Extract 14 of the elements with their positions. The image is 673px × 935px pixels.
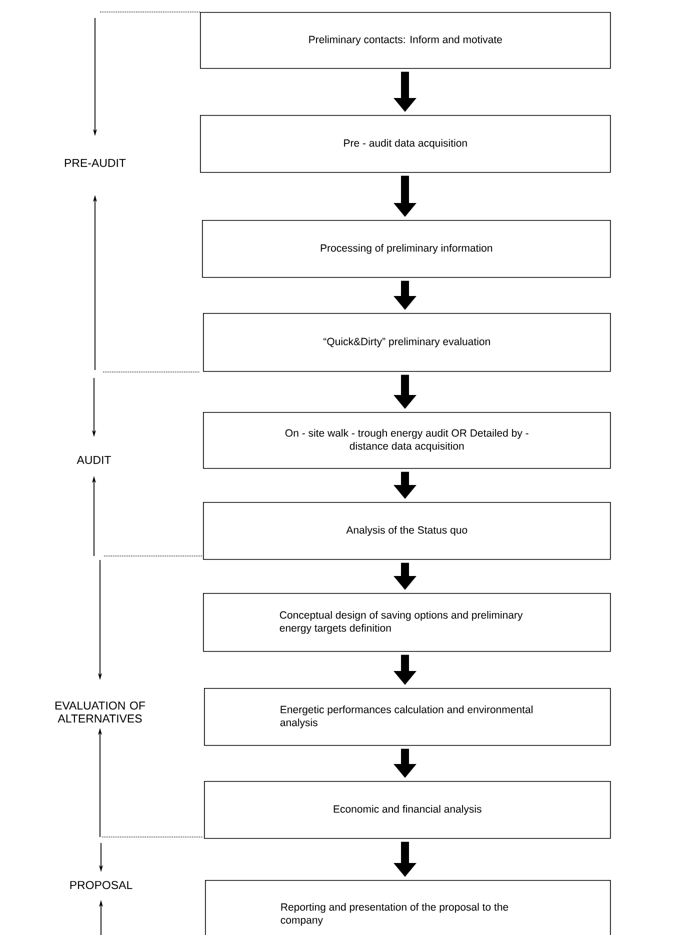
process-box: Preliminary contacts: Inform and motivate	[200, 12, 611, 69]
process-box: Processing of preliminary information	[202, 220, 611, 278]
process-box: Energetic performances calculation and environmental analysis	[204, 688, 611, 746]
phase-label: EVALUATION OF ALTERNATIVES	[55, 701, 145, 723]
process-box: Conceptual design of saving options and preliminary energy targets definition	[203, 593, 611, 652]
phase-label: AUDIT	[76, 456, 111, 464]
process-box: On - site walk - trough energy audit OR Detailed by - distance data acquisition	[203, 412, 611, 469]
process-box: Pre - audit data acquisition	[200, 115, 611, 173]
process-box: “Quick&Dirty” preliminary evaluation	[203, 313, 611, 372]
process-box: Analysis of the Status quo	[203, 502, 611, 560]
process-box: Economic and financial analysis	[204, 781, 611, 839]
process-box: Reporting and presentation of the proposal to the company	[205, 880, 611, 935]
phase-label: PRE-AUDIT	[64, 159, 126, 168]
phase-label: PROPOSAL	[70, 880, 132, 890]
